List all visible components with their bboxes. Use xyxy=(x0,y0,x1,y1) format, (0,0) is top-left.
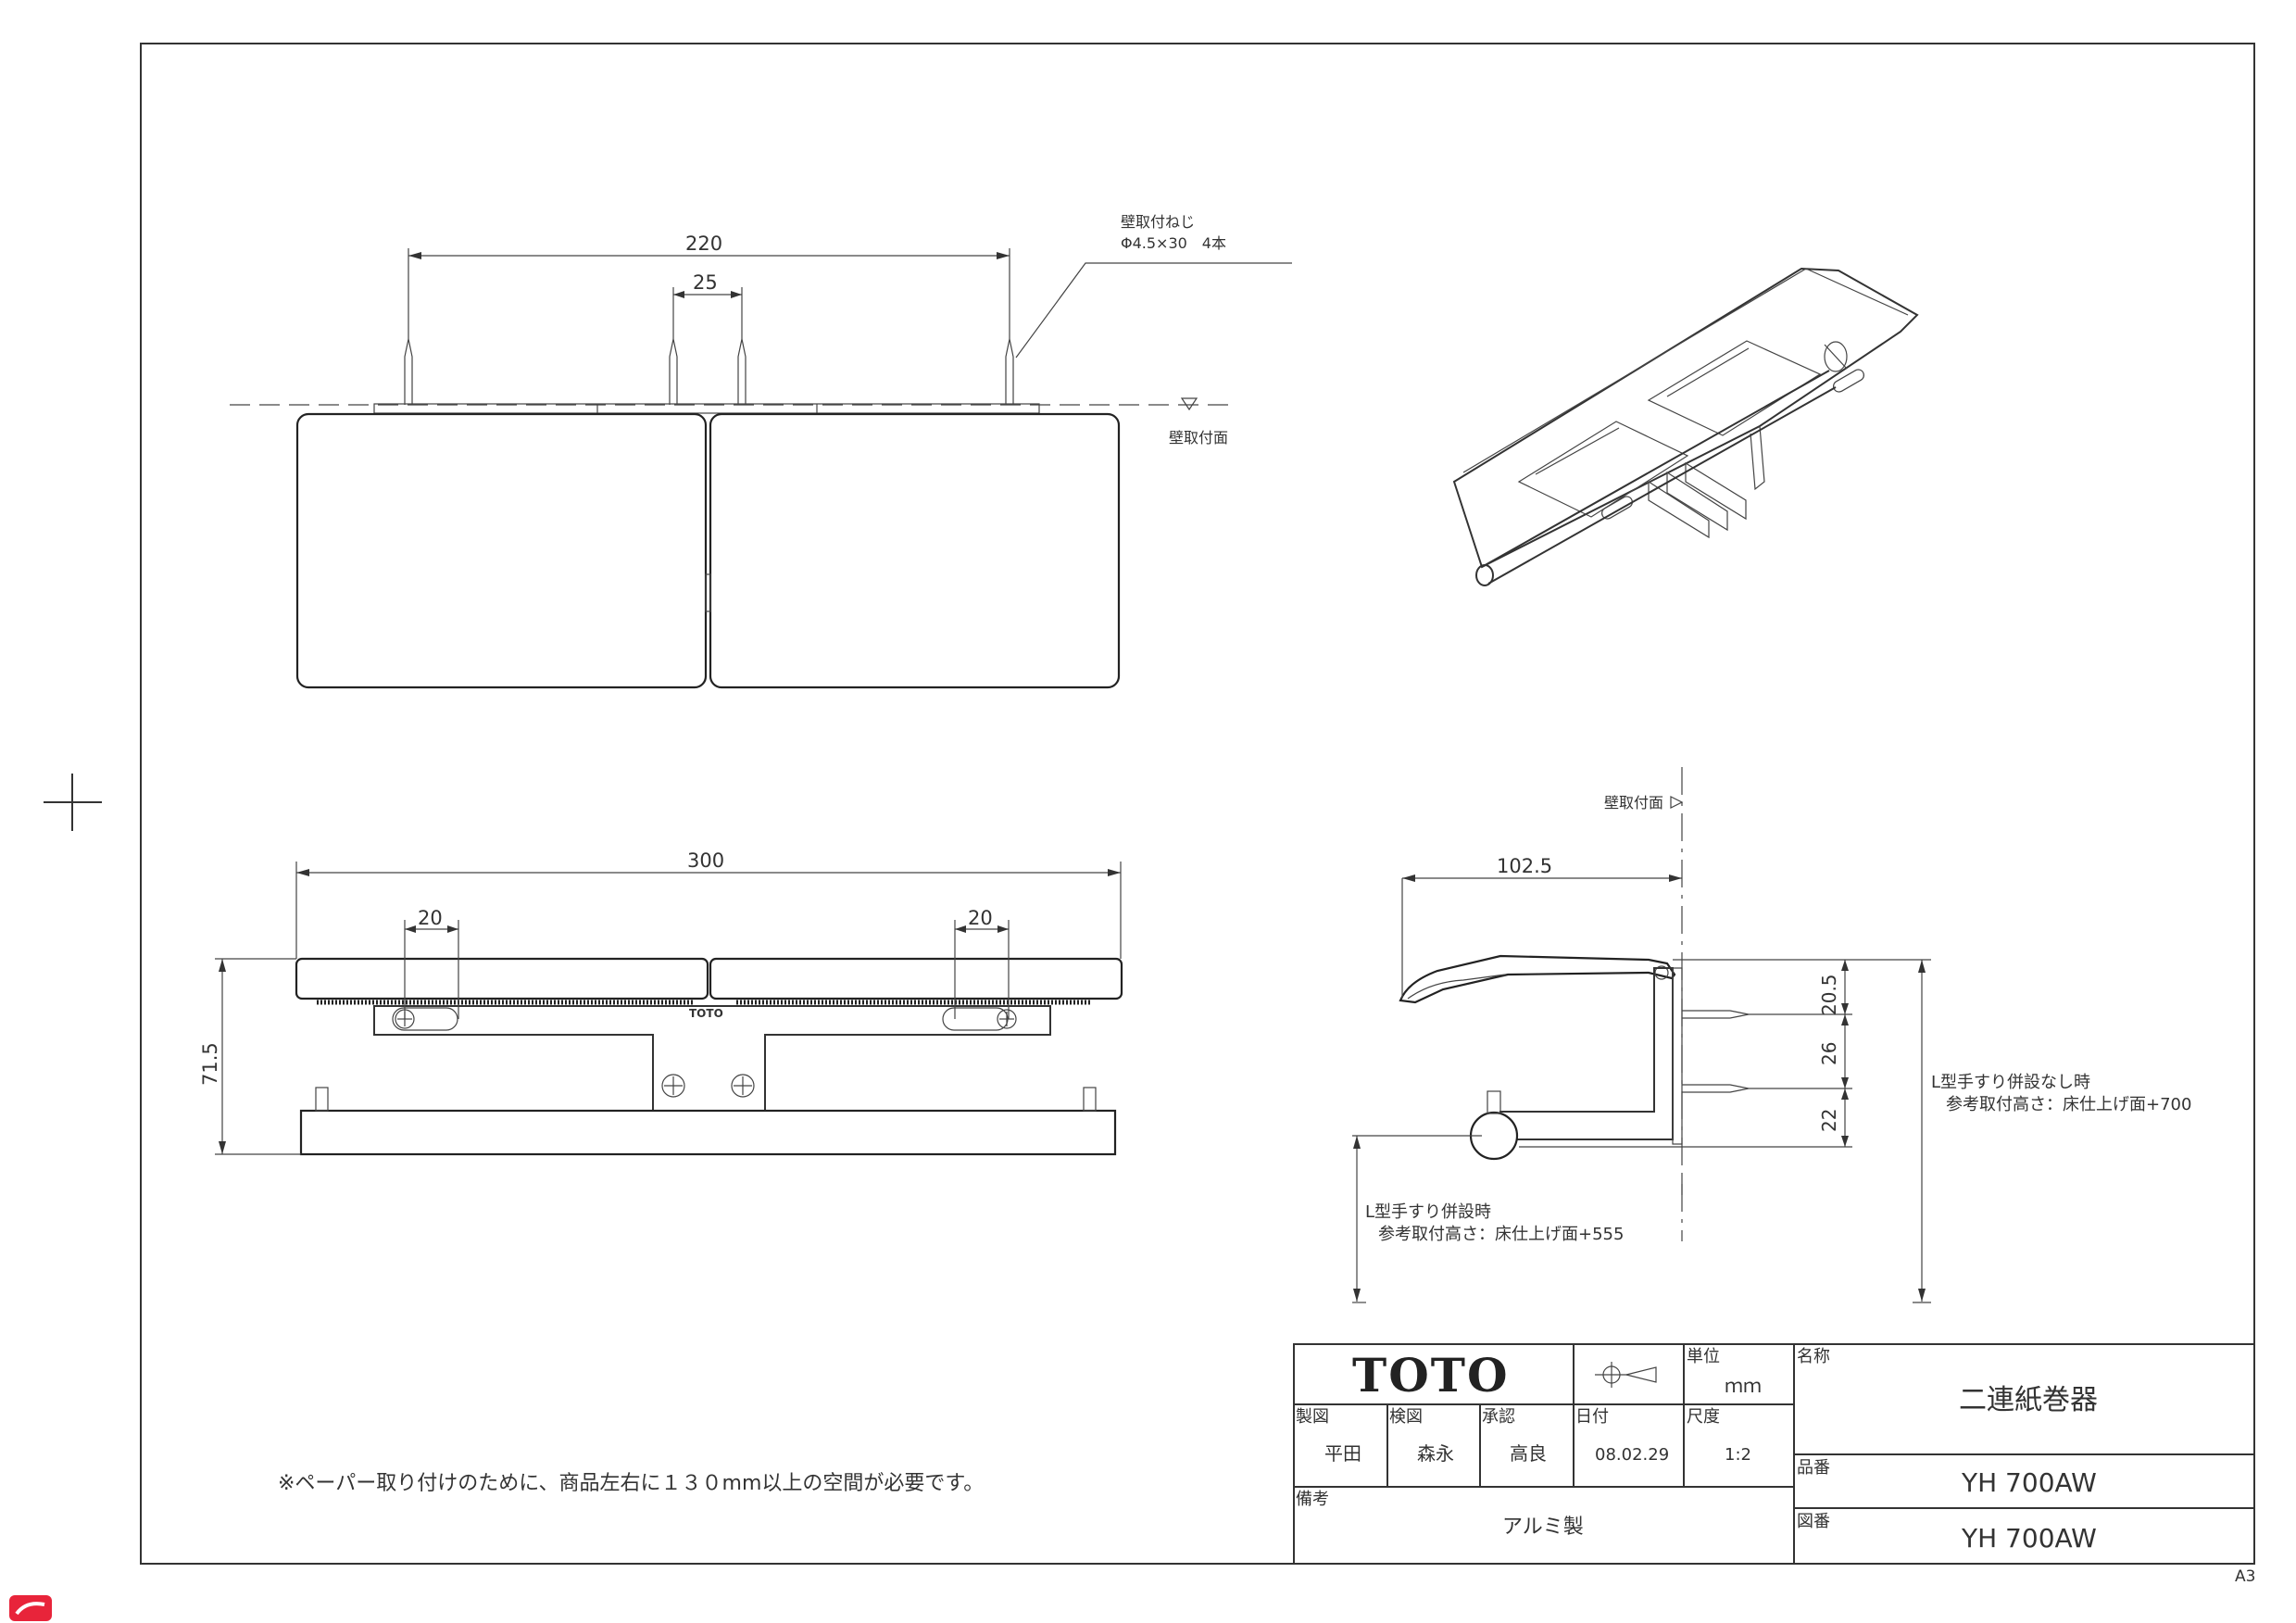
drawing-no-label: 図番 xyxy=(1797,1512,1830,1531)
isometric-view xyxy=(1452,267,1919,586)
front-view: 220 25 壁取付ねじ Φ4.5×30 4本 壁取付面 xyxy=(230,213,1292,689)
checker-label: 検図 xyxy=(1389,1407,1423,1427)
dim-22: 22 xyxy=(1818,1109,1840,1132)
dim-25: 25 xyxy=(693,271,718,294)
scale-value: 1:2 xyxy=(1725,1445,1751,1465)
drafter-label: 製図 xyxy=(1296,1407,1329,1427)
drafter-value: 平田 xyxy=(1324,1442,1361,1465)
checker-value: 森永 xyxy=(1417,1442,1454,1465)
name-label: 名称 xyxy=(1797,1347,1830,1366)
corner-logo xyxy=(9,1595,52,1621)
drawing-no-value: YH 700AW xyxy=(1961,1523,2097,1554)
sheet-size: A3 xyxy=(2235,1567,2255,1586)
approver-label: 承認 xyxy=(1482,1407,1515,1427)
top-view: TOTO 300 20 20 71.5 xyxy=(199,849,1123,1156)
dim-20-left: 20 xyxy=(418,907,443,929)
remarks-label: 備考 xyxy=(1296,1490,1329,1509)
space-notice: ※ペーパー取り付けのために、商品左右に１３０mm以上の空間が必要です。 xyxy=(278,1472,984,1495)
dim-71-5: 71.5 xyxy=(199,1042,221,1086)
sheet-border xyxy=(140,43,2255,1565)
title-brand: TOTO xyxy=(1352,1348,1510,1403)
title-block xyxy=(1293,1343,2255,1565)
date-label: 日付 xyxy=(1575,1407,1609,1427)
dim-220: 220 xyxy=(685,233,722,255)
remarks-value: アルミ製 xyxy=(1502,1516,1584,1539)
scale-label: 尺度 xyxy=(1687,1407,1720,1427)
name-value: 二連紙巻器 xyxy=(1959,1384,2098,1416)
note-right-1: L型手すり併設なし時 xyxy=(1931,1073,2090,1092)
wall-surface-label-side: 壁取付面 xyxy=(1604,794,1663,812)
note-left-2: 参考取付高さ：床仕上げ面+555 xyxy=(1378,1225,1624,1244)
wall-surface-label-front: 壁取付面 xyxy=(1169,429,1228,447)
product-no-value: YH 700AW xyxy=(1961,1467,2097,1498)
date-value: 08.02.29 xyxy=(1595,1445,1669,1465)
top-brand-mark: TOTO xyxy=(689,1007,723,1020)
approver-value: 高良 xyxy=(1510,1442,1547,1465)
projection-symbol xyxy=(1595,1362,1657,1388)
dim-20-right: 20 xyxy=(968,907,993,929)
note-right-2: 参考取付高さ：床仕上げ面+700 xyxy=(1946,1095,2191,1114)
unit-label: 単位 xyxy=(1687,1347,1720,1366)
registration-mark xyxy=(44,774,102,831)
side-view: 壁取付面 xyxy=(1352,767,2191,1303)
dim-26: 26 xyxy=(1818,1042,1840,1065)
product-no-label: 品番 xyxy=(1797,1458,1830,1478)
dim-102-5: 102.5 xyxy=(1497,855,1552,877)
dim-20-5: 20.5 xyxy=(1818,974,1840,1015)
screw-note-1: 壁取付ねじ xyxy=(1121,213,1195,231)
dim-300: 300 xyxy=(687,849,724,872)
unit-value: ｍｍ xyxy=(1725,1375,1762,1397)
note-left-1: L型手すり併設時 xyxy=(1365,1202,1491,1222)
screw-note-2: Φ4.5×30 4本 xyxy=(1121,234,1226,252)
